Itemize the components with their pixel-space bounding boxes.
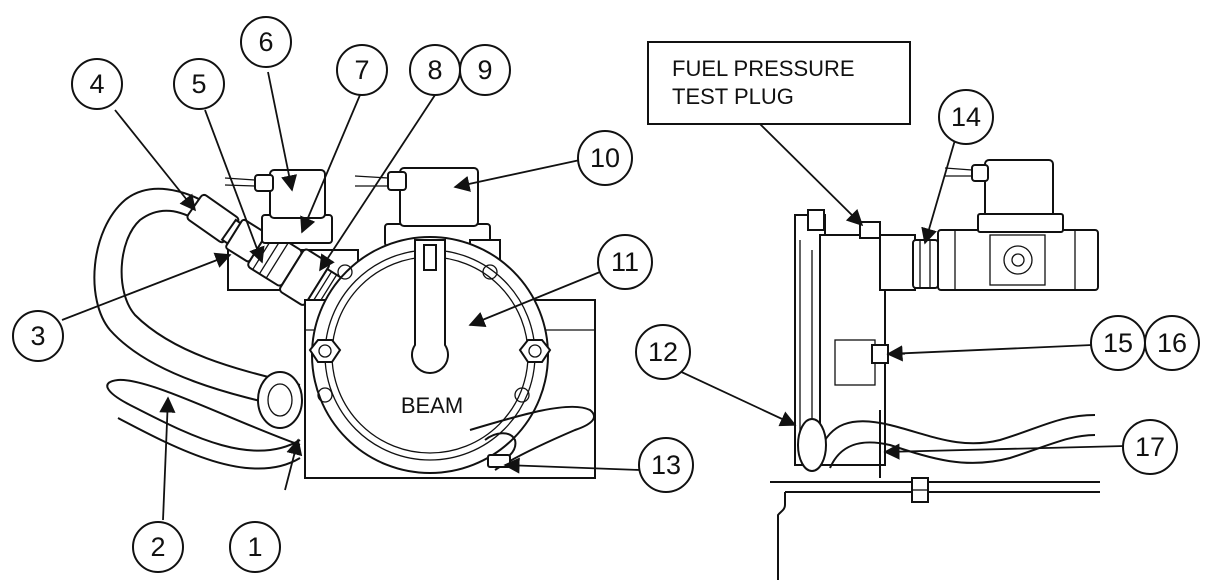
hex-nut-right [518,339,552,363]
callout-13: 13 [638,437,694,493]
svg-text:13: 13 [651,450,681,480]
callout-3: 3 [12,310,64,362]
pilot-hose [93,187,301,411]
callout-11: 11 [597,234,653,290]
callout-9: 9 [459,44,511,96]
union-14 [912,239,939,289]
svg-text:16: 16 [1157,328,1187,358]
svg-text:14: 14 [951,102,981,132]
callout-15: 15 [1090,315,1146,371]
label-line-1: FUEL PRESSURE [672,56,855,81]
callout-8: 8 [409,44,461,96]
svg-text:9: 9 [477,55,492,85]
leader-lines [61,71,1126,521]
callout-5: 5 [173,58,225,110]
callout-1: 1 [229,521,281,573]
test-plug-fitting [859,221,881,239]
svg-text:6: 6 [258,27,273,57]
svg-text:10: 10 [590,143,620,173]
svg-text:5: 5 [191,69,206,99]
svg-text:4: 4 [89,69,104,99]
callout-2: 2 [132,521,184,573]
callout-17: 17 [1122,419,1178,475]
callout-6: 6 [240,16,292,68]
callout-10: 10 [577,130,633,186]
svg-text:7: 7 [354,55,369,85]
fuel-pressure-test-plug-label: FUEL PRESSURE TEST PLUG [647,41,911,125]
callout-12: 12 [635,324,691,380]
left-assembly: BEAM [93,167,596,479]
svg-text:8: 8 [427,55,442,85]
svg-text:1: 1 [247,532,262,562]
svg-text:17: 17 [1135,432,1165,462]
svg-text:11: 11 [611,247,639,277]
callouts: 1 2 3 4 5 6 7 8 [12,16,1200,573]
callout-16: 16 [1144,315,1200,371]
beam-slot [411,239,449,374]
svg-text:3: 3 [30,321,45,351]
right-assembly [770,159,1100,580]
hose-12 [819,414,1096,451]
lower-hose [106,378,301,452]
right-solenoid [984,159,1054,219]
svg-text:2: 2 [150,532,165,562]
hex-nut-left [308,339,342,363]
right-valve-body [937,229,1099,291]
hose-end-ring [257,371,303,429]
svg-text:12: 12 [648,337,678,367]
flex-tube-13 [469,405,595,471]
beam-label: BEAM [401,393,463,418]
callout-7: 7 [336,44,388,96]
callout-4: 4 [71,58,123,110]
svg-text:15: 15 [1103,328,1133,358]
label-line-2: TEST PLUG [672,84,794,109]
callout-14: 14 [938,89,994,145]
